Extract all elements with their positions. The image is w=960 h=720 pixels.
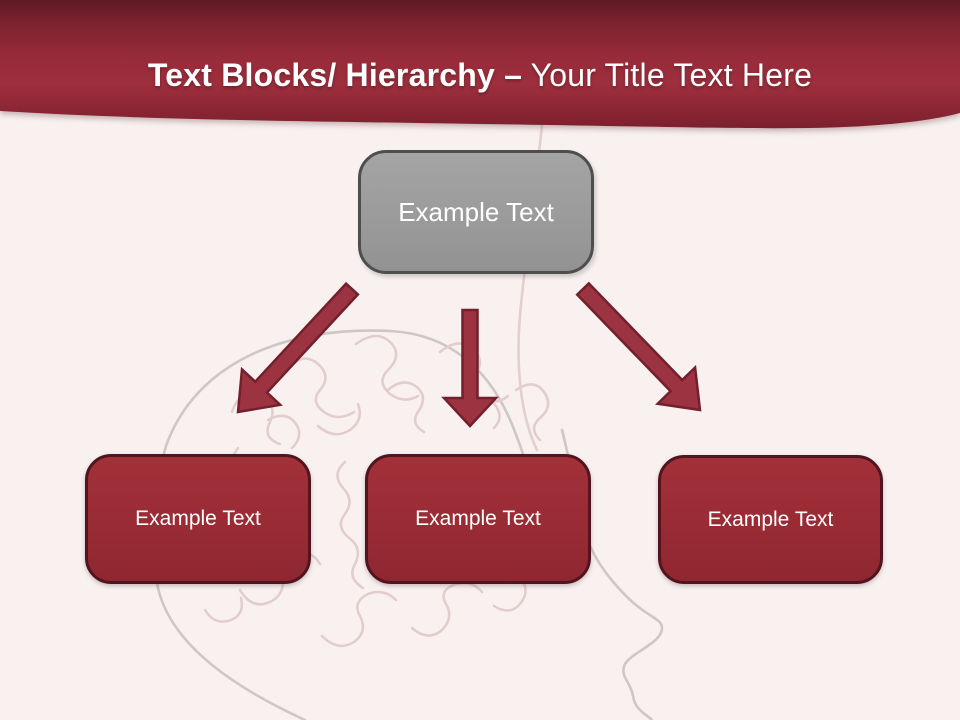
child-node-1: Example Text: [85, 454, 311, 584]
child-node-2: Example Text: [365, 454, 591, 584]
arrow-down-left-icon: [236, 281, 360, 414]
header-band: [0, 0, 960, 129]
slide-title: Text Blocks/ Hierarchy – Your Title Text…: [0, 57, 960, 94]
child-node-label: Example Text: [707, 507, 834, 531]
arrow-down-icon: [441, 308, 499, 428]
child-node-label: Example Text: [135, 507, 261, 530]
child-node-label: Example Text: [415, 507, 541, 530]
skull-outline-path: [164, 329, 535, 488]
header-wave-path: [0, 0, 960, 129]
connector-arrows-group: [236, 281, 702, 428]
slide-title-bold: Text Blocks/ Hierarchy –: [147, 57, 523, 93]
arrow-down-right-icon: [575, 281, 702, 412]
root-node: Example Text: [358, 150, 594, 274]
root-node-label: Example Text: [398, 196, 554, 227]
slide-title-regular: Your Title Text Here: [530, 57, 813, 93]
child-node-3: Example Text: [658, 455, 883, 584]
